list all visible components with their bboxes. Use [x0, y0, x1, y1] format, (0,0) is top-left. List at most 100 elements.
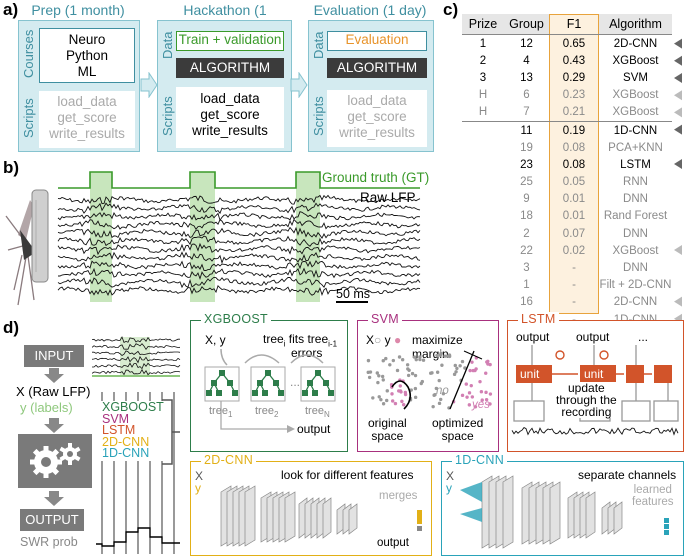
row-marker-icon [674, 90, 682, 101]
input-box: INPUT [24, 345, 84, 367]
table-cell-prize: 3 [479, 71, 487, 84]
table-cell-group: 16 [520, 296, 533, 309]
table-cell-prize [462, 139, 504, 156]
svm-scatter [366, 350, 493, 410]
table-cell-f1: - [549, 311, 599, 328]
lfp-trace [57, 260, 421, 271]
scripts-label: Scripts [21, 98, 36, 138]
gears-icon [30, 443, 81, 478]
prep-stage: Courses Neuro Python ML Scripts load_dat… [18, 20, 140, 152]
header-f1: F1 [549, 14, 599, 35]
table-cell-f1: 0.01 [562, 210, 586, 223]
table-cell-prize: H [478, 106, 488, 119]
table-cell-algo: XGBoost [612, 244, 659, 257]
row-marker-icon [674, 124, 682, 135]
table-cell-f1: 0.19 [562, 124, 586, 137]
courses-label: Courses [21, 29, 36, 79]
input-trace [92, 368, 181, 376]
script-item: get_score [200, 107, 260, 122]
row-marker-icon [674, 73, 682, 83]
table-cell-algo: XGBoost [612, 89, 659, 102]
cnn1d-title: 1D-CNN [452, 453, 508, 467]
table-cell-prize [462, 277, 504, 294]
model-list: XGBOOST SVM LSTM 2D-CNN 1D-CNN [100, 401, 166, 461]
script-item: get_score [347, 109, 407, 124]
input-trace [92, 336, 180, 343]
table-cell-algo: XGBoost [612, 106, 659, 119]
scripts-label: Scripts [160, 96, 175, 136]
model-bracket [162, 399, 180, 465]
table-cell-group: 19 [520, 141, 533, 154]
table-cell-group: 12 [520, 37, 533, 50]
panel-c-label: c) [443, 0, 459, 19]
raw-lfp-traces [57, 194, 421, 297]
table-cell-prize: H [478, 89, 488, 102]
xgb-dots: ... [290, 375, 301, 389]
panel-d-label: d) [3, 318, 20, 337]
model-2d-cnn: 2D-CNN [102, 434, 150, 449]
cnn2d-title: 2D-CNN [201, 453, 257, 467]
lstm-unit1: unit [520, 367, 540, 381]
table-cell-algo: DNN [623, 262, 648, 275]
table-cell-group: 25 [520, 176, 533, 189]
table-row: 16-2D-CNN [462, 294, 672, 311]
header-prize: Prize [462, 14, 504, 35]
table-cell-f1: 0.01 [562, 193, 586, 206]
hackathon-stage: Data Train + validation ALGORITHM Script… [157, 20, 292, 152]
panel-a-label: a) [3, 0, 19, 19]
input-trace [92, 362, 181, 370]
lfp-trace [57, 218, 421, 230]
row-marker-icon [674, 38, 682, 49]
table-cell-f1: - [572, 279, 576, 292]
table-cell-group: 11 [520, 124, 533, 137]
lfp-trace [57, 194, 421, 205]
table-row: 1-Filt + 2D-CNN [462, 277, 672, 294]
lfp-trace [57, 226, 421, 239]
ground-truth-line [58, 171, 420, 189]
course-item: Python [65, 48, 109, 63]
input-trace [92, 343, 181, 351]
table-cell-algo: Rand Forest [603, 210, 668, 223]
table-row: H 7 0.21 XGBoost [462, 104, 672, 122]
cnn1d-x-label: X [446, 469, 455, 483]
cnn1d-separate-label: separate channels [578, 468, 677, 482]
table-cell-f1: - [572, 296, 576, 309]
table-cell-f1: 0.65 [562, 37, 586, 50]
train-validation-box: Train + validation [176, 31, 284, 51]
table-cell-algo: Filt + 2D-CNN [599, 279, 672, 292]
row-marker-icon [674, 107, 682, 118]
script-item: get_score [57, 110, 117, 125]
arrow-down-icon [44, 368, 64, 383]
table-cell-f1: 0.05 [562, 176, 586, 189]
script-item: load_data [57, 94, 117, 109]
row-markers [674, 38, 682, 341]
table-cell-f1: 0.21 [562, 106, 586, 119]
ground-truth-label: Ground truth (GT) [322, 170, 430, 185]
table-cell-prize: 1 [479, 37, 487, 50]
evaluation-stage: Data Evaluation ALGORITHM Scripts load_d… [308, 20, 434, 152]
table-cell-group: 9 [523, 193, 530, 206]
xgb-fits-text2: fits tree [285, 332, 329, 346]
lfp-trace [58, 267, 421, 281]
table-cell-f1: 0.08 [562, 141, 586, 154]
model-gears-box [18, 434, 92, 488]
table-header: Prize Group F1 Algorithm [462, 14, 672, 35]
cnn2d-output-label: output [377, 537, 409, 549]
table-cell-group: 23 [520, 158, 533, 171]
arrow-right-icon [140, 72, 158, 98]
table-cell-prize [462, 208, 504, 225]
input-trace [92, 350, 181, 357]
table-cell-algo: SVM [623, 71, 648, 84]
scale-bar-label: 50 ms [336, 287, 371, 301]
table-cell-group: 7 [523, 106, 530, 119]
